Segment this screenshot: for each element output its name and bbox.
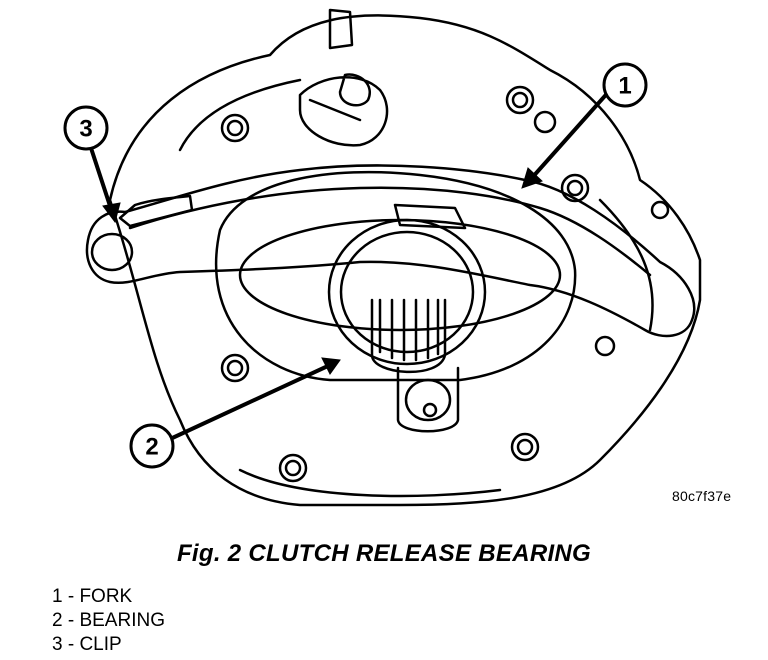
legend-item: 3 - CLIP xyxy=(52,634,122,655)
shaft-nose xyxy=(396,366,460,433)
housing-inner-edge xyxy=(178,78,654,498)
callout-number-3: 3 xyxy=(79,116,92,143)
input-shaft xyxy=(370,298,447,374)
callout-circle-1 xyxy=(602,62,648,108)
callout-circle-3 xyxy=(63,105,109,151)
ports xyxy=(298,73,389,147)
leader-arrow-2 xyxy=(166,363,332,442)
figure-caption: Fig. 2 CLUTCH RELEASE BEARING xyxy=(176,540,592,567)
clutch-release-diagram: 1 2 3 xyxy=(63,8,702,507)
top-boss xyxy=(328,8,354,50)
figure-reference-code: 80c7f37e xyxy=(672,488,732,504)
legend-item: 2 - BEARING xyxy=(52,610,165,631)
release-fork xyxy=(85,164,696,338)
fork-pivot-hole xyxy=(90,232,134,272)
bolt-heads xyxy=(220,85,670,483)
legend: 1 - FORK 2 - BEARING 3 - CLIP xyxy=(52,585,165,657)
transmission-housing xyxy=(108,14,702,507)
retaining-clip xyxy=(118,194,194,228)
leader-arrow-3 xyxy=(88,143,114,214)
release-bearing xyxy=(327,218,487,366)
inner-cavity xyxy=(214,170,577,382)
callout-number-2: 2 xyxy=(145,434,158,461)
leader-arrow-1 xyxy=(528,86,614,182)
legend-item: 1 - FORK xyxy=(52,586,133,607)
callout-circle-2 xyxy=(129,423,175,469)
fork-window xyxy=(238,218,562,332)
callout-number-1: 1 xyxy=(618,73,631,100)
